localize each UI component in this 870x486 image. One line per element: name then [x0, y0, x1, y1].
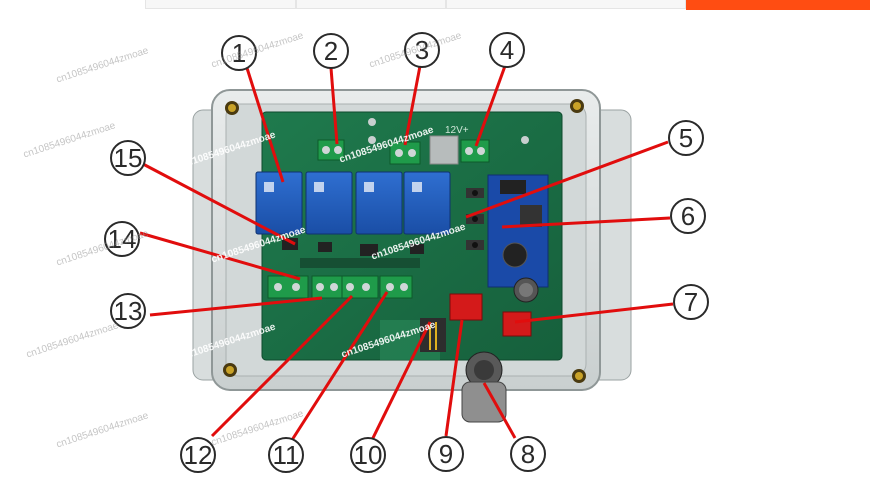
tab-1[interactable]	[145, 0, 296, 9]
callout-lines	[139, 65, 674, 441]
tab-2[interactable]	[296, 0, 446, 9]
callout-1: 1	[221, 35, 257, 71]
callout-7: 7	[673, 284, 709, 320]
callout-13: 13	[110, 293, 146, 329]
callout-6: 6	[670, 198, 706, 234]
callout-3: 3	[404, 32, 440, 68]
components	[282, 238, 424, 268]
callout-9: 9	[428, 436, 464, 472]
relays	[255, 171, 451, 235]
tab-3[interactable]	[446, 0, 686, 9]
callout-4: 4	[489, 32, 525, 68]
dc-module	[466, 174, 549, 303]
top-terminals: 12V+	[317, 118, 529, 165]
callout-8: 8	[510, 436, 546, 472]
callout-11: 11	[268, 437, 304, 473]
board-label: 12V+	[445, 125, 469, 136]
tab-active[interactable]	[686, 0, 870, 10]
callout-12: 12	[180, 437, 216, 473]
callout-14: 14	[104, 221, 140, 257]
callout-5: 5	[668, 120, 704, 156]
top-tab-strip	[0, 0, 870, 10]
cropped-caption	[140, 480, 680, 486]
callout-2: 2	[313, 33, 349, 69]
bottom-terminals	[267, 275, 413, 299]
callout-15: 15	[110, 140, 146, 176]
callout-10: 10	[350, 437, 386, 473]
